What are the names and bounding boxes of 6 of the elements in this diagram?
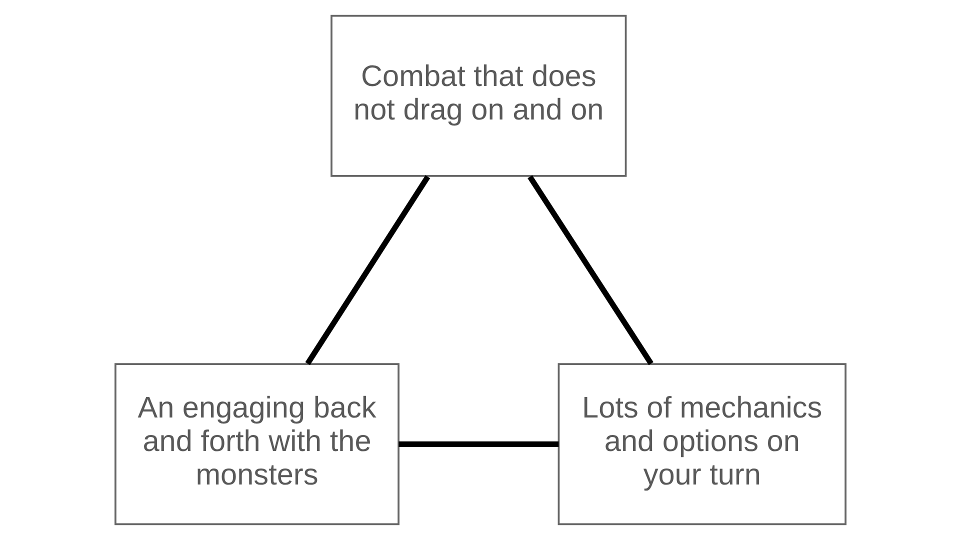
node-box: An engaging back and forth with the monsters bbox=[114, 363, 399, 526]
node-box: Lots of mechanics and options on your turn bbox=[557, 363, 846, 526]
connector bbox=[527, 175, 653, 366]
node-box: Combat that does not drag on and on bbox=[330, 14, 626, 177]
connector bbox=[304, 175, 430, 366]
connector bbox=[398, 441, 558, 447]
